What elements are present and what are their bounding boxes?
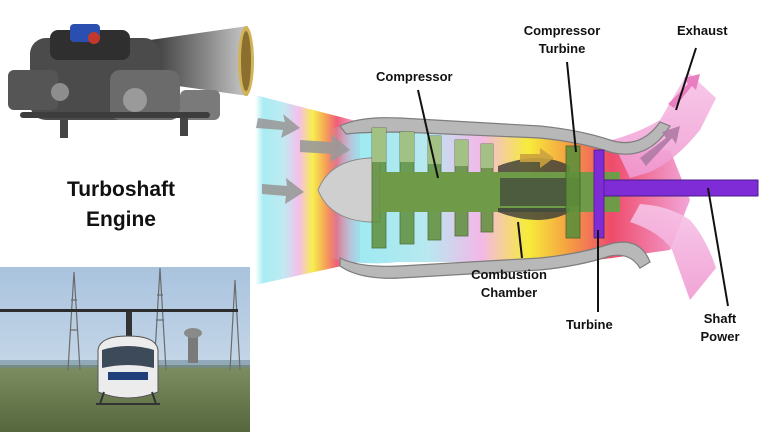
engine-casing (339, 117, 671, 279)
compressor-turbine-stage (565, 145, 581, 239)
diagram-title: Turboshaft Engine (36, 175, 206, 235)
power-turbine (593, 149, 605, 239)
leader-lines (417, 47, 729, 312)
label-compressor-text: Compressor (376, 69, 453, 84)
label-exhaust: Exhaust (677, 22, 728, 40)
label-turbine: Turbine (566, 316, 613, 334)
title-line-2: Engine (85, 208, 156, 231)
label-compressor-turbine-line-2: Turbine (538, 41, 586, 56)
helicopter-photo (0, 267, 250, 432)
label-compressor-turbine: Compressor Turbine (516, 22, 608, 58)
label-compressor: Compressor (376, 68, 453, 86)
label-combustion-line-1: Combustion (471, 267, 547, 282)
label-exhaust-text: Exhaust (677, 23, 728, 38)
label-shaft-power: Shaft Power (697, 310, 743, 346)
compressor-blade-highlights (372, 128, 493, 168)
label-combustion-chamber: Combustion Chamber (466, 266, 552, 302)
label-shaft-power-line-1: Shaft (703, 311, 737, 326)
label-combustion-line-2: Chamber (480, 285, 538, 300)
label-compressor-turbine-line-1: Compressor (523, 23, 601, 38)
label-turbine-text: Turbine (566, 317, 613, 332)
label-shaft-power-line-2: Power (700, 329, 740, 344)
engine-photo (0, 0, 255, 150)
combustion-chamber (498, 158, 570, 220)
title-line-1: Turboshaft (66, 178, 176, 201)
flow-arrows (256, 114, 680, 204)
exhaust-arrow (668, 74, 700, 108)
